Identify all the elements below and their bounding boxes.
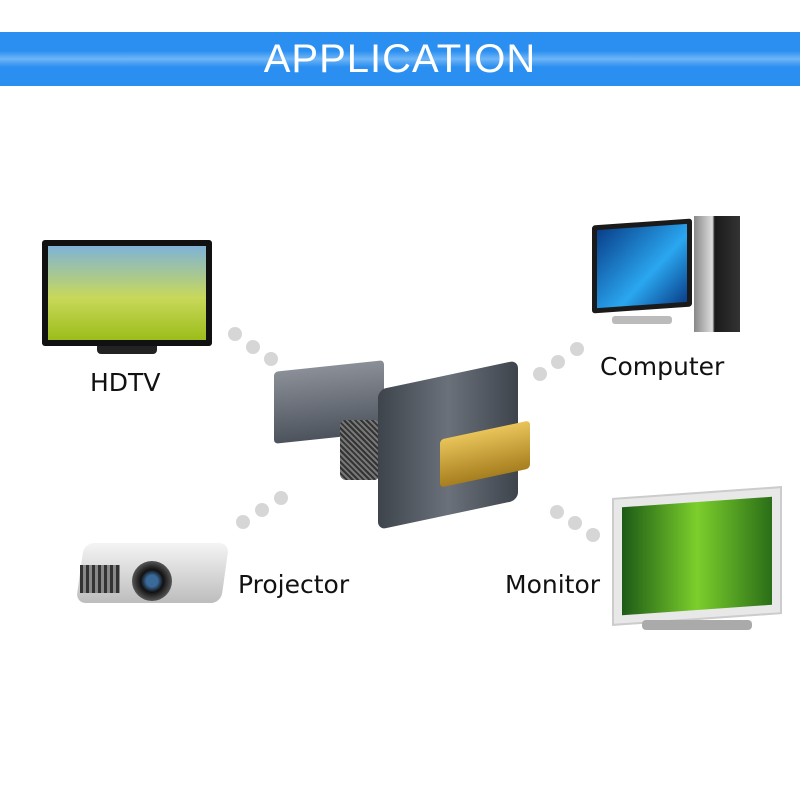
computer-image	[592, 212, 742, 332]
connector-dot	[255, 503, 269, 517]
connector-dot	[550, 505, 564, 519]
connector-dot	[551, 355, 565, 369]
projector-label: Projector	[238, 570, 350, 599]
banner-title: APPLICATION	[263, 36, 537, 81]
connector-dot	[228, 327, 242, 341]
monitor-label: Monitor	[505, 570, 601, 599]
connector-dot	[264, 352, 278, 366]
connector-dot	[274, 491, 288, 505]
connector-dot	[236, 515, 250, 529]
monitor-image	[612, 486, 784, 637]
projector-image	[75, 525, 230, 610]
hdtv-label: HDTV	[90, 368, 161, 397]
connector-dot	[570, 342, 584, 356]
hdmi-dvi-swivel-adapter-image	[270, 350, 550, 530]
computer-label: Computer	[600, 352, 725, 381]
hdtv-image	[42, 240, 212, 355]
connector-dot	[246, 340, 260, 354]
connector-dot	[533, 367, 547, 381]
application-banner: APPLICATION	[0, 32, 800, 86]
connector-dot	[568, 516, 582, 530]
connector-dot	[586, 528, 600, 542]
